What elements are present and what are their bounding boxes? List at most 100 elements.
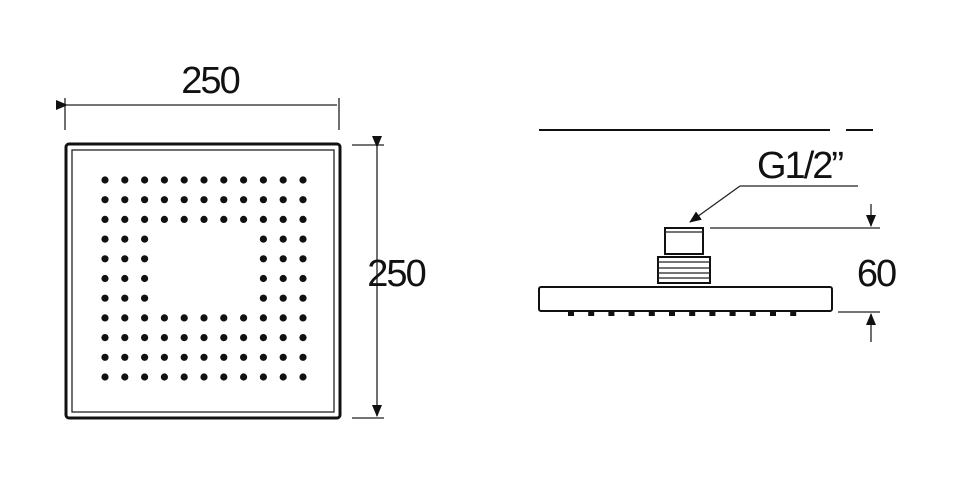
nozzle-dot (200, 353, 208, 361)
shower-plate-inner (71, 149, 335, 413)
nozzle-dot (220, 334, 228, 342)
nozzle-dot (180, 373, 188, 381)
thread-label: G1/2” (757, 145, 843, 187)
nozzle-dot (141, 353, 149, 361)
nozzle-dot (121, 334, 129, 342)
side-nozzle (669, 311, 675, 316)
side-nozzle (568, 311, 574, 316)
nozzle-dot (180, 314, 188, 322)
nozzle-dot (200, 334, 208, 342)
nozzle-dot (259, 196, 267, 204)
nozzle-dot (121, 274, 129, 283)
nozzle-dot (299, 176, 307, 184)
nozzle-dot (141, 334, 149, 342)
nozzle-dot (299, 255, 307, 263)
nozzle-dot (141, 373, 149, 381)
thread-callout: G1/2” (689, 145, 858, 223)
nozzle-dot (180, 334, 188, 342)
nozzle-dot (220, 215, 228, 223)
nozzle-dot (121, 314, 129, 322)
nozzle-dot (259, 176, 267, 184)
front-height-label: 250 (367, 253, 425, 295)
nozzle-dot (220, 314, 228, 322)
nozzle-dot (279, 373, 287, 381)
side-nozzle (628, 311, 635, 316)
nozzle-dot (160, 215, 168, 223)
nozzle-dot (259, 294, 267, 302)
nozzle-dot (220, 196, 228, 204)
nozzle-dot (101, 235, 109, 243)
nozzle-dot (200, 215, 208, 223)
nozzle-dot (259, 235, 267, 243)
nozzle-dot (240, 215, 248, 223)
nozzle-dot (240, 373, 248, 381)
nozzle-dot (240, 334, 248, 342)
nozzle-dot (220, 353, 228, 361)
nozzle-dot (299, 353, 307, 361)
thread-connector (657, 227, 711, 284)
nozzle-dot (240, 353, 248, 361)
nozzle-dot (299, 274, 307, 283)
nozzle-dot (240, 176, 248, 184)
side-nozzle (588, 311, 595, 316)
nozzle-dot (121, 294, 129, 302)
nozzle-dot (200, 314, 208, 322)
nozzle-dot (180, 353, 188, 361)
front-width-label: 250 (181, 60, 239, 102)
nozzle-dot (180, 196, 188, 204)
shower-head-side (538, 286, 833, 312)
nozzle-dot (141, 314, 149, 322)
nozzle-dot (101, 314, 109, 322)
nozzle-dot (160, 353, 168, 361)
nozzle-dot (180, 176, 188, 184)
nozzle-dot (101, 274, 109, 283)
nozzle-dot (160, 314, 168, 322)
side-height-dimension: 60 (710, 204, 898, 342)
nozzle-dot (299, 294, 307, 302)
nozzle-dot (160, 373, 168, 381)
nozzle-dot (299, 196, 307, 204)
nozzle-dot (220, 176, 228, 184)
nozzle-dot (279, 235, 287, 243)
nozzle-dot (259, 274, 267, 283)
nozzle-dot (101, 294, 109, 302)
nozzle-dot (259, 314, 267, 322)
nozzle-dot (200, 176, 208, 184)
nozzle-dot (279, 176, 287, 184)
nozzle-dot (279, 314, 287, 322)
side-height-label: 60 (857, 253, 896, 295)
nozzle-dot (101, 196, 109, 204)
nozzle-dot (121, 353, 129, 361)
nozzle-dot (279, 255, 287, 263)
nozzle-dot (279, 294, 287, 302)
nozzle-dot (240, 196, 248, 204)
nozzle-dot (220, 373, 228, 381)
nozzle-dot (101, 353, 109, 361)
side-nozzles (568, 311, 797, 316)
nozzle-dot (259, 334, 267, 342)
side-nozzle (608, 311, 615, 316)
front-view: 250 250 (56, 60, 428, 420)
front-height-dimension: 250 (352, 136, 428, 419)
nozzle-dot (121, 235, 129, 243)
nozzle-dot (141, 274, 149, 283)
nozzle-dot (141, 294, 149, 302)
nozzle-dot (240, 314, 248, 322)
nozzle-dot (101, 334, 109, 342)
nozzle-dot (259, 373, 267, 381)
nozzle-dot (101, 373, 109, 381)
nozzle-grid (101, 176, 307, 381)
shower-plate-outer (64, 142, 342, 420)
nozzle-dot (101, 176, 109, 184)
nozzle-dot (121, 255, 129, 263)
nozzle-dot (299, 235, 307, 243)
nozzle-dot (279, 353, 287, 361)
side-nozzle (749, 311, 756, 316)
nozzle-dot (279, 274, 287, 283)
nozzle-dot (101, 255, 109, 263)
nozzle-dot (141, 215, 149, 223)
nozzle-dot (121, 176, 129, 184)
side-nozzle (689, 311, 696, 316)
nozzle-dot (279, 215, 287, 223)
nozzle-dot (160, 334, 168, 342)
